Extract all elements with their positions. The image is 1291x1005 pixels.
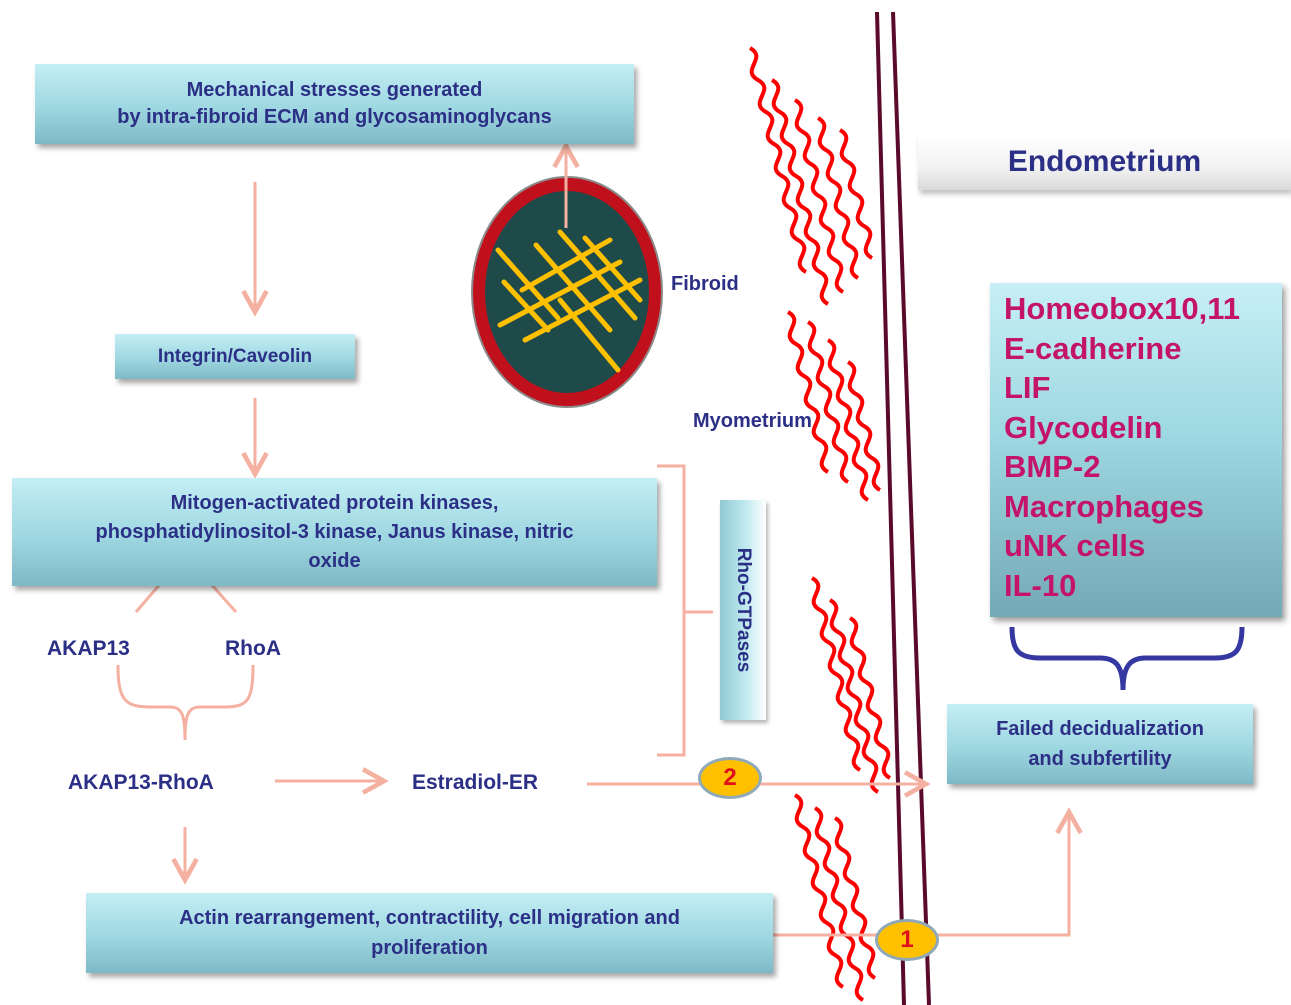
kinases-line-2: phosphatidylinositol-3 kinase, Janus kin… — [95, 520, 574, 543]
estradiol-er-label: Estradiol-ER — [412, 771, 539, 794]
endometrium-header: Endometrium — [918, 134, 1291, 190]
marker-2: 2 — [698, 757, 762, 799]
flow-arrows — [116, 146, 1069, 937]
actin-line-1: Actin rearrangement, contractility, cell… — [179, 907, 680, 929]
integrin-caveolin-label: Integrin/Caveolin — [157, 345, 313, 367]
rho-gtpases-box: Rho-GTPases — [720, 500, 766, 720]
fibroid-illustration — [471, 176, 663, 408]
actin-box: Actin rearrangement, contractility, cell… — [86, 893, 773, 973]
factor-item: Macrophages — [1004, 488, 1204, 524]
kinases-box: Mitogen-activated protein kinases, phosp… — [12, 478, 657, 586]
marker-1: 1 — [875, 919, 939, 961]
marker-1-label: 1 — [900, 926, 914, 953]
kinases-line-3: oxide — [308, 549, 361, 572]
factor-item: LIF — [1004, 370, 1051, 405]
uterine-wall-lines — [875, 11, 931, 1005]
factor-item: Glycodelin — [1004, 409, 1163, 445]
akap13-label: AKAP13 — [47, 637, 130, 660]
factor-item: IL-10 — [1004, 567, 1077, 603]
mechanical-stress-box: Mechanical stresses generated by intra-f… — [35, 64, 634, 144]
factor-item: E-cadherine — [1004, 330, 1182, 366]
failed-decidualization-box: Failed decidualization and subfertility — [947, 704, 1253, 784]
endometrium-factors-box: Homeobox10,11 E-cadherine LIF Glycodelin… — [990, 283, 1282, 617]
endometrium-label: Endometrium — [1007, 145, 1202, 178]
marker-2-label: 2 — [723, 764, 737, 791]
endometrium-factors-brace — [1009, 626, 1245, 691]
myometrium-label: Myometrium — [693, 410, 812, 432]
failed-line-2: and subfertility — [1028, 748, 1172, 770]
myometrium-fibers — [748, 46, 892, 1002]
mechanical-stress-line-2: by intra-fibroid ECM and glycosaminoglyc… — [117, 106, 552, 128]
factor-item: Homeobox10,11 — [1004, 291, 1241, 326]
factor-item: uNK cells — [1004, 528, 1146, 563]
akap13-rhoa-label: AKAP13-RhoA — [68, 771, 214, 794]
kinases-line-1: Mitogen-activated protein kinases, — [170, 491, 499, 514]
rho-gtpases-label: Rho-GTPases — [733, 547, 754, 673]
integrin-caveolin-box: Integrin/Caveolin — [115, 334, 355, 379]
failed-line-1: Failed decidualization — [996, 718, 1204, 740]
mechanical-stress-line-1: Mechanical stresses generated — [186, 79, 483, 101]
factor-item: BMP-2 — [1004, 449, 1101, 484]
fibroid-label: Fibroid — [671, 273, 739, 295]
actin-line-2: proliferation — [371, 937, 488, 959]
rhoa-label: RhoA — [225, 637, 281, 660]
